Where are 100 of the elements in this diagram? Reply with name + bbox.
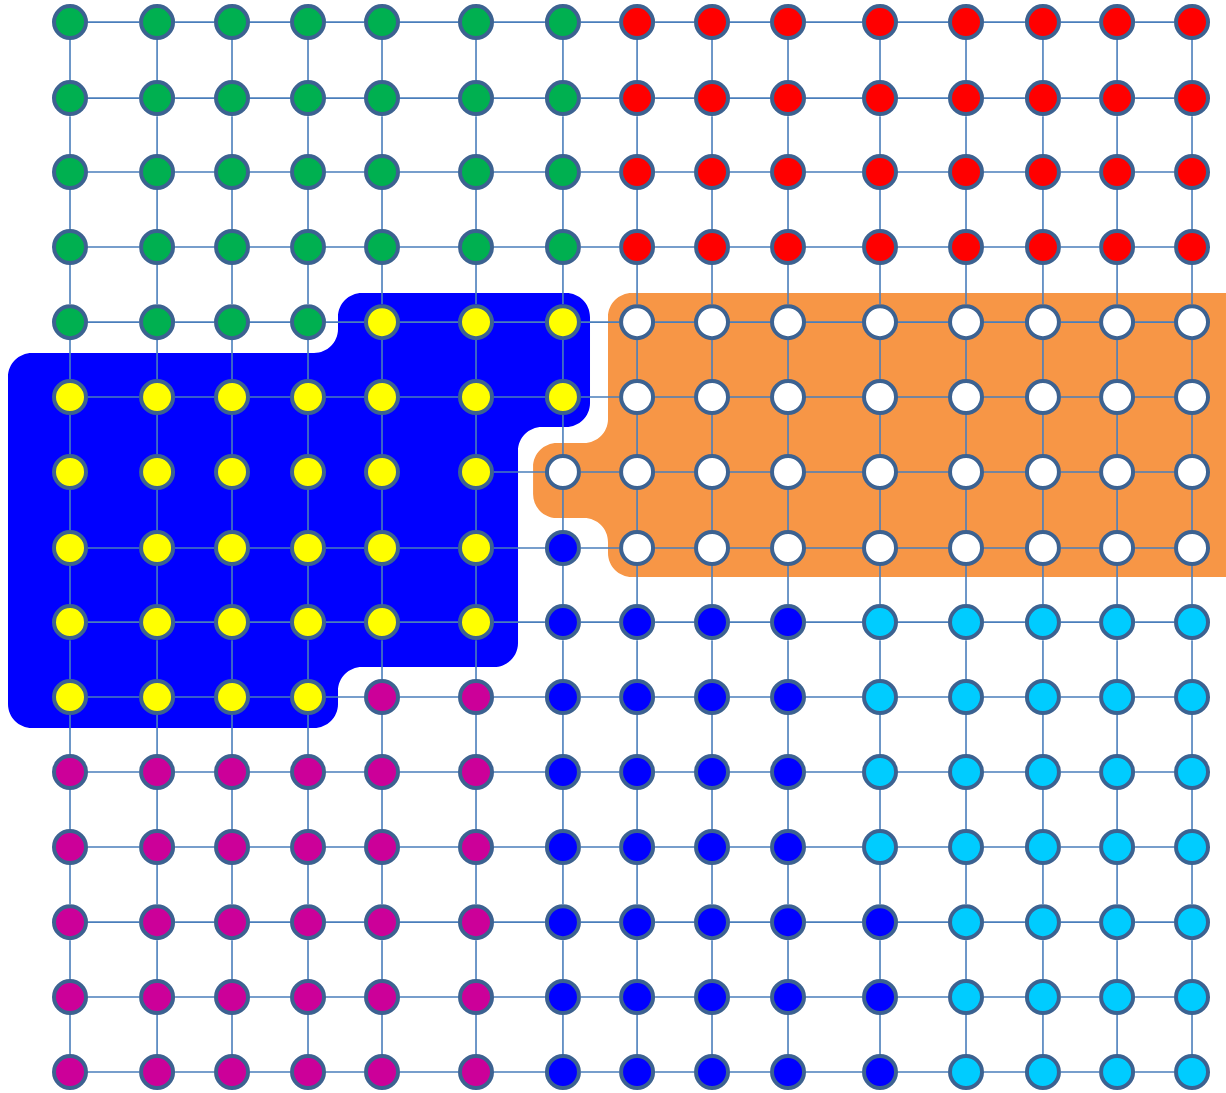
circle-node [290,153,326,190]
circle-node [544,753,581,790]
circle-node [290,1053,326,1090]
circle-node [862,453,898,490]
circle-node [948,153,984,190]
circle-node [290,379,326,416]
circle-node [694,4,730,41]
circle-node [619,753,656,790]
circle-node [694,529,730,566]
circle-node [52,979,88,1016]
circle-node [364,1053,400,1090]
circle-node [544,979,581,1016]
circle-node [139,1053,176,1090]
circle-node [770,604,806,641]
circle-node [214,679,250,716]
circle-node [52,379,88,416]
circle-node [1099,453,1136,490]
circle-node [862,904,898,941]
circle-node [1099,379,1136,416]
circle-node [139,4,176,41]
circle-node [770,904,806,941]
circle-node [544,829,581,866]
circle-node [1099,304,1136,341]
circle-node [214,753,250,790]
circle-node [770,304,806,341]
circle-node [364,753,400,790]
circle-node [458,229,494,266]
circle-node [1024,979,1061,1016]
circle-node [1099,529,1136,566]
circle-node [1174,1053,1210,1090]
circle-node [458,453,494,490]
circle-node [290,829,326,866]
circle-node [1024,904,1061,941]
circle-node [458,829,494,866]
circle-node [694,379,730,416]
circle-node [1174,829,1210,866]
circle-node [52,604,88,641]
circle-node [770,679,806,716]
circle-node [290,904,326,941]
circle-node [364,604,400,641]
circle-node [458,153,494,190]
circle-node [619,979,656,1016]
circle-node [364,979,400,1016]
circle-node [1024,80,1061,117]
circle-node [139,453,176,490]
circle-node [1174,979,1210,1016]
circle-node [1174,153,1210,190]
circle-node [1099,4,1136,41]
circle-node [290,453,326,490]
circle-node [948,979,984,1016]
circle-node [1099,1053,1136,1090]
circle-node [862,1053,898,1090]
circle-node [862,604,898,641]
circle-node [290,753,326,790]
circle-node [139,529,176,566]
circle-node [694,1053,730,1090]
circle-node [544,604,581,641]
circle-node [290,679,326,716]
circle-node [619,604,656,641]
circle-node [1099,829,1136,866]
circle-node [1024,753,1061,790]
circle-node [364,80,400,117]
circle-node [214,229,250,266]
circle-node [544,679,581,716]
circle-node [948,229,984,266]
circle-node [948,529,984,566]
circle-node [139,979,176,1016]
circle-node [458,979,494,1016]
circle-node [948,379,984,416]
circle-node [619,1053,656,1090]
circle-node [214,304,250,341]
circle-node [214,904,250,941]
circle-node [1099,80,1136,117]
circle-node [544,229,581,266]
circle-node [948,80,984,117]
circle-node [694,679,730,716]
circle-node [862,80,898,117]
circle-node [364,4,400,41]
circle-node [290,4,326,41]
circle-node [770,229,806,266]
circle-node [1174,4,1210,41]
circle-node [770,453,806,490]
circle-node [862,229,898,266]
circle-node [364,829,400,866]
circle-node [214,1053,250,1090]
circle-node [214,529,250,566]
circle-node [1174,679,1210,716]
circle-node [52,229,88,266]
circle-node [948,1053,984,1090]
circle-node [214,4,250,41]
circle-node [694,904,730,941]
circle-node [770,529,806,566]
circle-node [619,229,656,266]
circle-node [1174,753,1210,790]
circle-node [139,80,176,117]
circle-node [364,679,400,716]
circle-node [139,229,176,266]
circle-node [52,679,88,716]
circle-node [619,153,656,190]
circle-node [544,304,581,341]
